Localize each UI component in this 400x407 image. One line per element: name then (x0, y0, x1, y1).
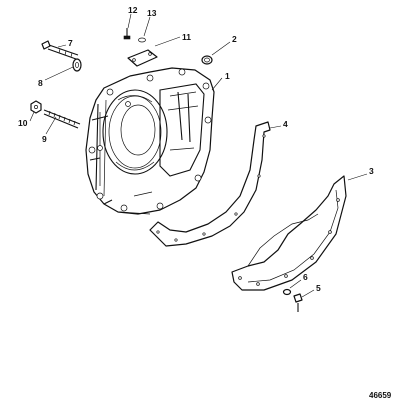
callout-labels: 1 2 3 4 5 6 7 8 9 10 11 12 13 46659 (18, 5, 392, 400)
stud (43, 109, 81, 129)
housing-cover (231, 175, 347, 291)
cover-plate (127, 49, 158, 67)
figure-number: 46659 (369, 391, 392, 400)
housing-plug (201, 55, 213, 65)
cover-washer-lower (282, 288, 292, 296)
stud-nut (30, 100, 42, 114)
callout-1: 1 (225, 71, 230, 81)
mounting-bolt (41, 40, 79, 60)
cover-screw (123, 28, 131, 40)
callout-13: 13 (147, 8, 157, 18)
callout-7: 7 (68, 38, 73, 48)
leader-lines (29, 13, 368, 298)
callout-3: 3 (369, 166, 374, 176)
callout-8: 8 (38, 78, 43, 88)
callout-2: 2 (232, 34, 237, 44)
cover-lock-washer (138, 37, 146, 43)
flywheel-housing (85, 67, 215, 215)
callout-9: 9 (42, 134, 47, 144)
housing-bolt-bosses (88, 68, 212, 212)
callout-12: 12 (128, 5, 138, 15)
housing-gasket (149, 121, 271, 247)
callout-5: 5 (316, 283, 321, 293)
callout-6: 6 (303, 272, 308, 282)
mounting-washer (72, 58, 82, 72)
callout-11: 11 (182, 32, 191, 42)
callout-10: 10 (18, 118, 28, 128)
callout-4: 4 (283, 119, 288, 129)
cover-screw-lower (293, 293, 303, 312)
